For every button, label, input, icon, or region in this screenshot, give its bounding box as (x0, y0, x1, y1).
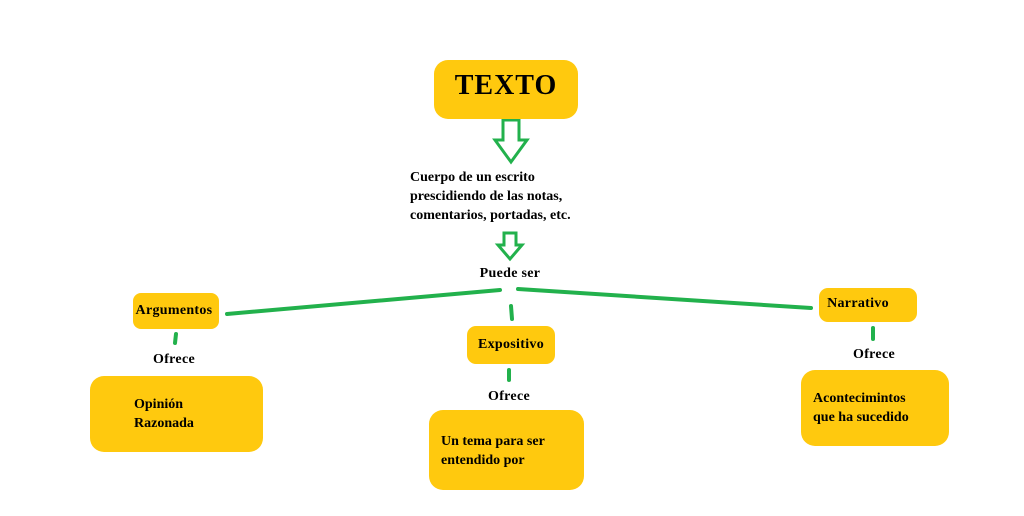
root-box (434, 60, 578, 119)
argumentos-result-box (90, 376, 263, 452)
line-to-argumentos (225, 288, 502, 316)
expositivo-result-box (429, 410, 584, 490)
line-to-narrativo (516, 287, 813, 310)
puede-ser-label: Puede ser (479, 266, 541, 281)
definition-text: Cuerpo de un escrito prescidiendo de las… (410, 170, 571, 223)
narrativo-ofrece: Ofrece (853, 347, 895, 362)
argumentos-result: Opinión Razonada (134, 397, 194, 431)
dash-argumentos-ofrece (173, 332, 178, 345)
arrow-down-icon (492, 118, 530, 165)
argumentos-label: Argumentos (135, 303, 213, 318)
narrativo-box (819, 288, 917, 322)
argumentos-box (133, 293, 219, 329)
expositivo-box (467, 326, 555, 364)
narrativo-result-box (801, 370, 949, 446)
arrow-down-icon (494, 231, 526, 262)
narrativo-label: Narrativo (827, 296, 889, 311)
root-title: TEXTO (454, 70, 558, 101)
narrativo-result: Acontecimintos que ha sucedido (813, 391, 909, 425)
dash-to-expositivo (509, 304, 514, 321)
expositivo-ofrece: Ofrece (488, 389, 530, 404)
expositivo-result: Un tema para ser entendido por (441, 434, 545, 468)
expositivo-label: Expositivo (477, 337, 544, 352)
argumentos-ofrece: Ofrece (153, 352, 195, 367)
